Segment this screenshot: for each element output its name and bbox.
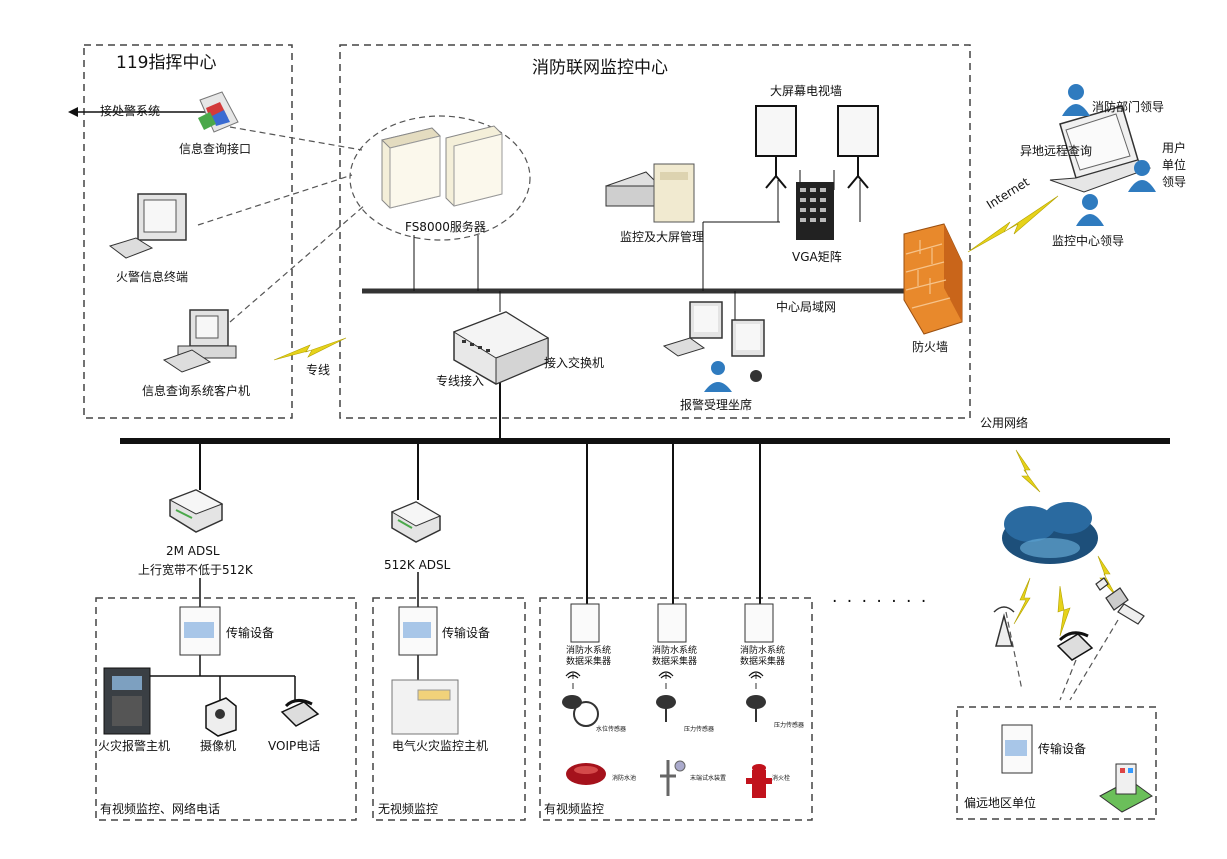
camera-icon <box>205 697 237 737</box>
unit-a-caption: 有视频监控、网络电话 <box>100 802 221 816</box>
remote-unit-caption: 偏远地区单位 <box>964 796 1037 810</box>
camera-label: 摄像机 <box>200 739 237 753</box>
info-query-client-label: 信息查询系统客户机 <box>142 384 251 398</box>
person-icon <box>1128 160 1156 192</box>
electrical-host-label: 电气火灾监控主机 <box>392 739 489 753</box>
dedicated-line-label: 专线 <box>306 363 331 377</box>
monitor-icon <box>662 301 723 357</box>
vga-matrix-icon <box>796 182 834 240</box>
projector-screen-icon <box>755 105 797 189</box>
collector-label-2: 消防水系统 数据采集器 <box>652 646 698 667</box>
sensor-icon <box>562 695 766 727</box>
satellite-icon <box>1095 577 1145 625</box>
server-label: FS8000服务器 <box>405 220 486 234</box>
firewall-label: 防火墙 <box>912 340 949 354</box>
switch-icon <box>452 311 550 385</box>
collector-label-1: 消防水系统 数据采集器 <box>566 646 612 667</box>
person-icon <box>704 361 732 392</box>
adsl-2m-label: 2M ADSL <box>166 544 220 558</box>
monitor-center-title: 消防联网监控中心 <box>532 58 668 78</box>
unit-a-box <box>95 597 357 821</box>
lightning-icon <box>1057 585 1071 637</box>
command-center-box <box>83 44 293 419</box>
chart-panel-icon <box>198 91 239 133</box>
arrow-left-icon <box>68 107 206 117</box>
ellipsis: · · · · · · · <box>832 592 929 612</box>
router-icon <box>390 501 442 543</box>
transmission-device-icon <box>179 606 221 656</box>
building-icon <box>1099 763 1153 813</box>
server-cluster-ring <box>349 115 531 241</box>
voip-label: VOIP电话 <box>268 739 321 753</box>
unit-b-caption: 无视频监控 <box>378 802 439 816</box>
hydrant-label: 消火栓 <box>772 775 791 782</box>
tank-icon <box>566 763 606 785</box>
monitor-center-leader-label: 监控中心领导 <box>1052 234 1125 248</box>
info-query-interface-label: 信息查询接口 <box>179 142 252 156</box>
transmission-label-remote: 传输设备 <box>1038 742 1087 756</box>
transmission-device-icon <box>398 606 438 656</box>
transmission-device-icon <box>1001 724 1033 774</box>
end-test-label: 末端试水装置 <box>690 775 727 782</box>
fire-alarm-host-icon <box>103 667 151 735</box>
video-wall-label: 大屏幕电视墙 <box>770 84 843 98</box>
lightning-icon <box>273 337 347 361</box>
adsl-512k-label: 512K ADSL <box>384 558 451 572</box>
collector-label-3: 消防水系统 数据采集器 <box>740 646 786 667</box>
vga-matrix-label: VGA矩阵 <box>792 250 842 264</box>
monitor-mgmt-label: 监控及大屏管理 <box>620 230 705 244</box>
router-icon <box>168 489 224 533</box>
access-switch-label: 接入交换机 <box>544 356 605 370</box>
lightning-icon <box>967 195 1059 253</box>
lightning-icon <box>1013 577 1031 625</box>
lightning-icon <box>1015 449 1041 493</box>
firewall-icon <box>903 223 963 335</box>
adsl-upload-label: 上行宽带不低于512K <box>138 563 253 577</box>
data-collector-icon <box>570 603 774 643</box>
laptop-icon <box>1049 105 1152 193</box>
fire-dept-leader-label: 消防部门领导 <box>1092 100 1165 114</box>
remote-unit-box <box>956 706 1157 820</box>
unit-b-box <box>372 597 526 821</box>
alarm-seat-label: 报警受理坐席 <box>680 398 753 412</box>
antenna-tower-icon <box>993 606 1015 647</box>
server-icon <box>445 125 503 207</box>
user-unit-leader-label: 用户 单位 领导 <box>1162 141 1187 189</box>
projector-screen-icon <box>837 105 879 189</box>
server-icon <box>381 127 441 209</box>
unit-c-caption: 有视频监控 <box>544 802 605 816</box>
monitor-icon <box>108 193 187 259</box>
cloud-icon <box>1002 502 1098 564</box>
monitor-icon <box>731 319 765 382</box>
end-test-device-icon <box>660 760 686 796</box>
phone-icon <box>280 699 320 727</box>
sensor-pressure-label-2: 压力传感器 <box>774 722 805 729</box>
public-network-label: 公用网络 <box>980 416 1029 430</box>
person-icon <box>1062 84 1090 116</box>
transmission-label-a: 传输设备 <box>226 626 275 640</box>
lan-label: 中心局域网 <box>776 300 837 314</box>
computer-icon <box>162 309 237 373</box>
pool-label: 消防水池 <box>612 775 637 782</box>
person-icon <box>1076 194 1104 226</box>
transmission-label-b: 传输设备 <box>442 626 491 640</box>
sensor-pressure-label-1: 压力传感器 <box>684 726 715 733</box>
antenna-icon <box>565 671 764 679</box>
electrical-host-icon <box>391 679 459 735</box>
computer-icon <box>605 163 695 223</box>
hydrant-icon <box>746 764 772 798</box>
monitor-center-box <box>339 44 971 419</box>
sensor-level-label: 水位传感器 <box>596 726 627 733</box>
phone-icon <box>1056 631 1094 661</box>
dedicated-access-label: 专线接入 <box>436 374 485 388</box>
fire-alarm-terminal-label: 火警信息终端 <box>116 270 189 284</box>
unit-c-box <box>539 597 813 821</box>
remote-query-label: 异地远程查询 <box>1020 144 1093 158</box>
fire-alarm-host-label: 火灾报警主机 <box>98 739 171 753</box>
alarm-system-label: 接处警系统 <box>100 104 161 118</box>
command-center-title: 119指挥中心 <box>116 53 217 73</box>
